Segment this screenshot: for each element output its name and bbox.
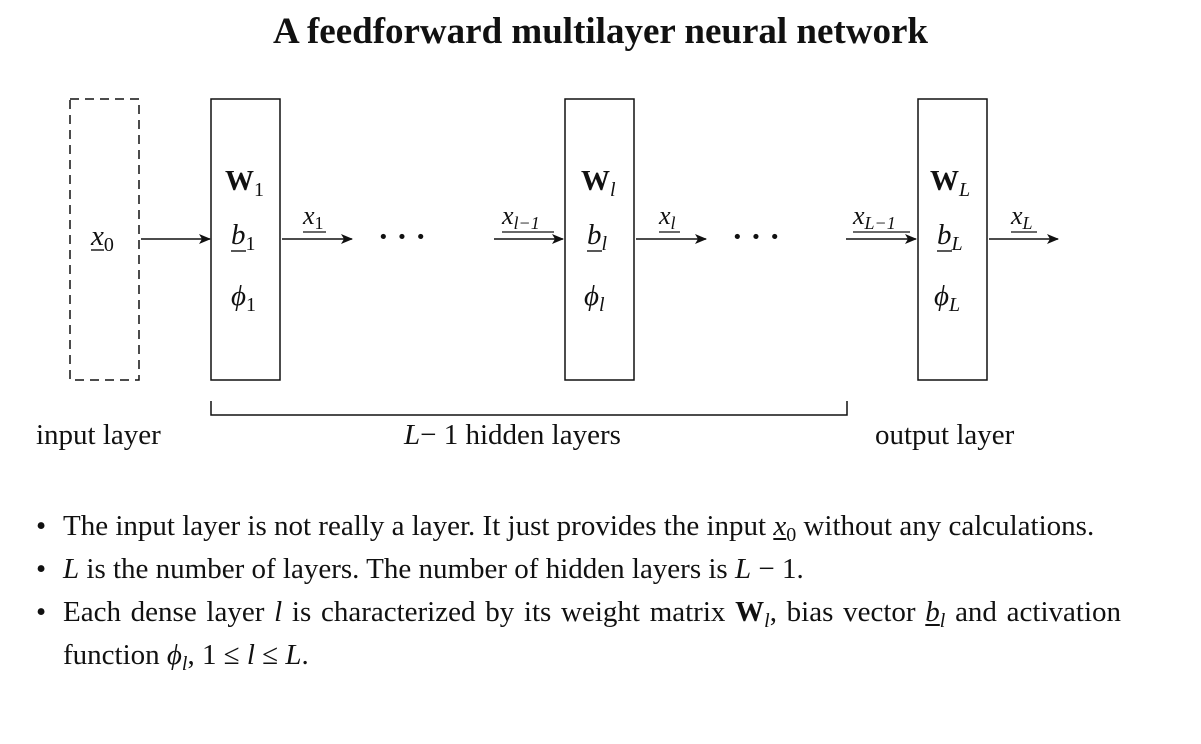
bullet-text: is the number of layers. The number of h… bbox=[79, 553, 735, 585]
bullet-text: Each dense layer bbox=[63, 596, 275, 628]
ellipsis-left: · · · bbox=[378, 218, 426, 254]
diagram-title: A feedforward multilayer neural network bbox=[273, 11, 928, 52]
arrow-label-x1: x1 bbox=[302, 201, 324, 233]
first-layer-bias: b1 bbox=[231, 219, 256, 255]
bullet-text: − 1. bbox=[751, 553, 804, 585]
bullet-text: The input layer is not really a layer. I… bbox=[63, 510, 774, 542]
math-L: L bbox=[734, 553, 752, 585]
input-x0-label: x0 bbox=[90, 220, 114, 256]
math-bl: bl bbox=[925, 596, 946, 632]
first-layer-box bbox=[210, 98, 281, 381]
math-Wl: Wl bbox=[735, 596, 770, 632]
lth-layer-bias: bl bbox=[587, 219, 608, 255]
output-layer-bias: bL bbox=[937, 219, 963, 255]
hidden-layers-bracket bbox=[210, 401, 848, 416]
math-l: l bbox=[246, 639, 255, 671]
output-layer-activation: ϕL bbox=[934, 280, 960, 316]
bullet-item-number-of-layers: • L is the number of layers. The number … bbox=[36, 548, 1121, 591]
arrow-label-xL-minus-1: xL−1 bbox=[852, 201, 896, 233]
first-layer-activation: ϕ1 bbox=[231, 280, 256, 316]
output-layer-weight: WL bbox=[930, 165, 970, 201]
bullet-text: is characterized by its weight matrix bbox=[282, 596, 736, 628]
math-x0: x0 bbox=[773, 510, 797, 546]
math-L: L bbox=[285, 639, 302, 671]
bullet-text: , bias vector bbox=[769, 596, 926, 628]
arrow-label-xl: xl bbox=[658, 201, 676, 233]
bullet-dot: • bbox=[36, 596, 47, 628]
math-L: L bbox=[63, 553, 80, 585]
bullet-item-dense-layer: • Each dense layer l is characterized by… bbox=[36, 591, 1121, 677]
bullet-dot: • bbox=[36, 553, 47, 585]
bullet-list: • The input layer is not really a layer.… bbox=[36, 505, 1121, 677]
lth-layer-box bbox=[564, 98, 635, 381]
bullet-dot: • bbox=[36, 510, 47, 542]
network-diagram: x0 W1 b1 ϕ1 Wl bl ϕl WL bL ϕL x1 bbox=[36, 98, 1059, 451]
bullet-text: ≤ bbox=[254, 639, 286, 671]
first-layer-weight: W1 bbox=[225, 165, 264, 201]
lth-layer-weight: Wl bbox=[581, 165, 616, 201]
lth-layer-activation: ϕl bbox=[584, 280, 605, 316]
input-layer-box bbox=[69, 98, 140, 381]
bullet-text: . bbox=[301, 639, 309, 671]
math-phil: ϕl bbox=[166, 639, 188, 675]
bullet-text: , 1 ≤ bbox=[187, 639, 247, 671]
math-l: l bbox=[274, 596, 283, 628]
bullet-text: without any calculations. bbox=[796, 510, 1095, 542]
bullet-text: and activation function bbox=[63, 596, 1122, 671]
output-layer-box bbox=[917, 98, 988, 381]
output-layer-label: output layer bbox=[875, 419, 1015, 451]
ellipsis-right: · · · bbox=[732, 218, 780, 254]
arrow-label-xL: xL bbox=[1010, 201, 1033, 233]
bullet-item-input-layer: • The input layer is not really a layer.… bbox=[36, 505, 1121, 548]
input-layer-label: input layer bbox=[36, 419, 161, 451]
hidden-layers-label: L− 1 hidden layers bbox=[403, 419, 621, 451]
arrow-label-xl-minus-1: xl−1 bbox=[501, 201, 540, 233]
